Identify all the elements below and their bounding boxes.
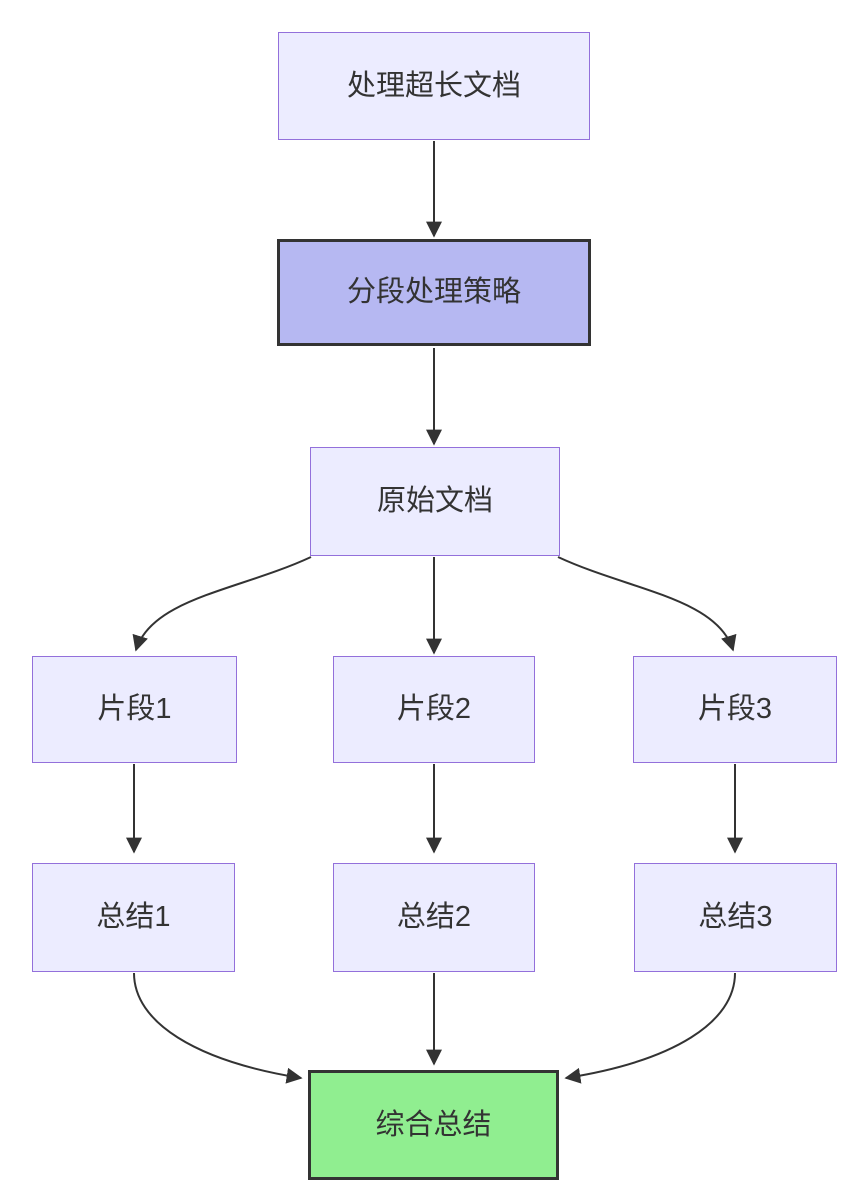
node-summary-3: 总结3 [634,863,837,972]
edge-original-to-fragment1 [132,556,312,652]
node-process-long-doc: 处理超长文档 [278,32,590,140]
node-original-doc: 原始文档 [310,447,560,556]
node-summary-2: 总结2 [333,863,535,972]
node-summary-1: 总结1 [32,863,235,972]
node-segmentation-strategy: 分段处理策略 [277,239,591,346]
node-fragment-2: 片段2 [333,656,535,763]
edge-summary3-to-final [564,972,736,1084]
edge-original-to-fragment3 [557,556,737,652]
node-fragment-3: 片段3 [633,656,837,763]
node-final-summary: 综合总结 [308,1070,559,1180]
edge-summary1-to-final [133,972,303,1084]
node-fragment-1: 片段1 [32,656,237,763]
